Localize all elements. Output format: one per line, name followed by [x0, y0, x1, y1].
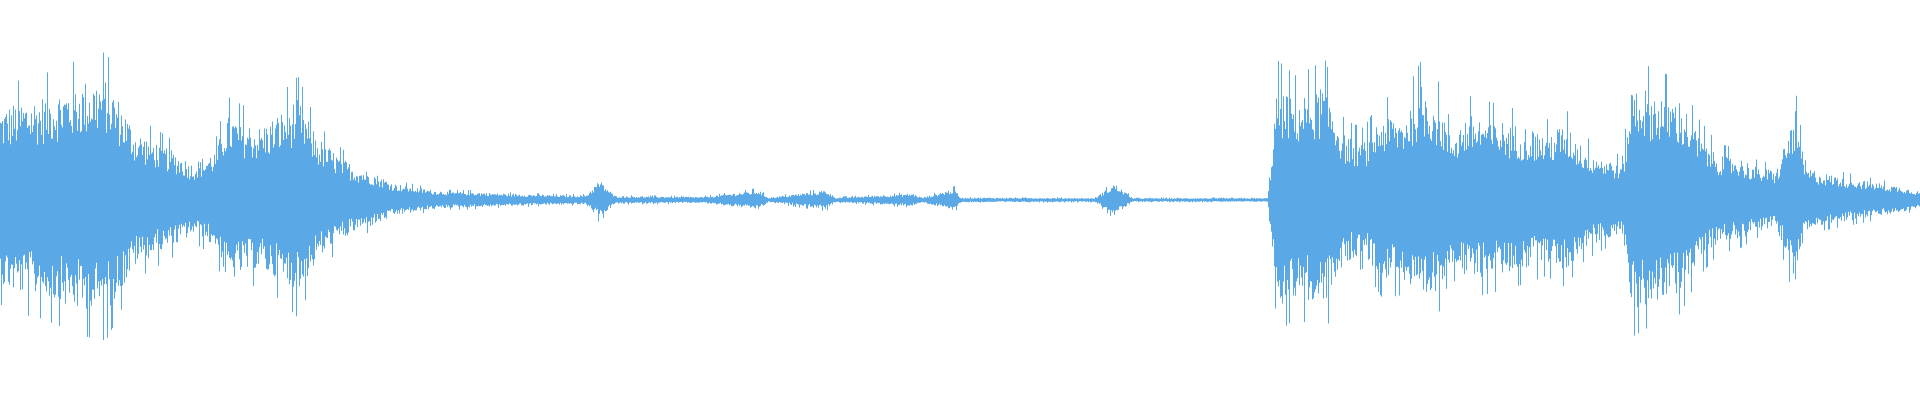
waveform-bars [0, 52, 1920, 341]
